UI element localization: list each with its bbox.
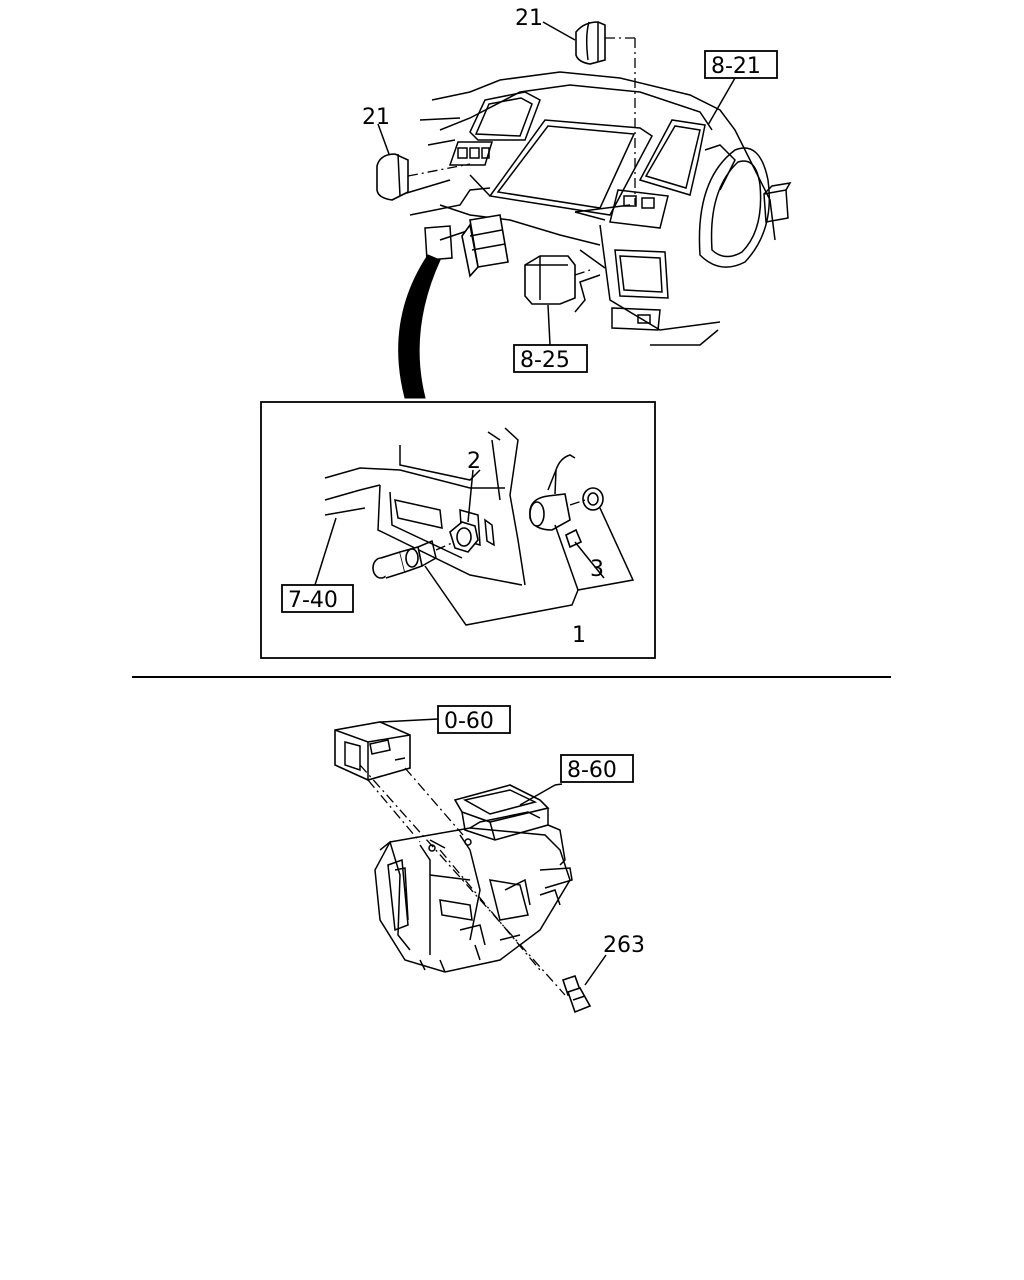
instrument-panel-illustration <box>399 71 792 346</box>
label-part-21-top: 21 <box>515 6 543 31</box>
switch-part-21-left <box>376 123 471 201</box>
leader-8-21 <box>707 77 736 126</box>
switch-ref-8-25 <box>524 255 591 346</box>
ref-box-7-40: 7-40 <box>281 584 354 613</box>
ref-box-8-21: 8-21 <box>704 50 778 79</box>
label-part-263: 263 <box>603 933 645 958</box>
label-ref-8-60: 8-60 <box>567 758 617 783</box>
ref-box-0-60: 0-60 <box>437 705 511 734</box>
ref-box-8-25: 8-25 <box>513 344 588 373</box>
switch-part-21-top <box>542 21 636 205</box>
label-part-21-left: 21 <box>362 105 390 130</box>
detail-frame <box>260 401 656 659</box>
label-ref-0-60: 0-60 <box>444 709 494 734</box>
label-ref-8-21: 8-21 <box>711 54 761 79</box>
label-part-3: 3 <box>590 557 604 582</box>
heater-unit-illustration <box>334 718 607 1014</box>
label-part-2: 2 <box>467 449 481 474</box>
detail-arrow <box>398 254 441 399</box>
label-ref-7-40: 7-40 <box>288 588 338 613</box>
label-part-1: 1 <box>572 623 586 648</box>
label-ref-8-25: 8-25 <box>520 348 570 373</box>
lighter-socket-detail <box>314 427 635 626</box>
ref-box-8-60: 8-60 <box>560 754 634 783</box>
